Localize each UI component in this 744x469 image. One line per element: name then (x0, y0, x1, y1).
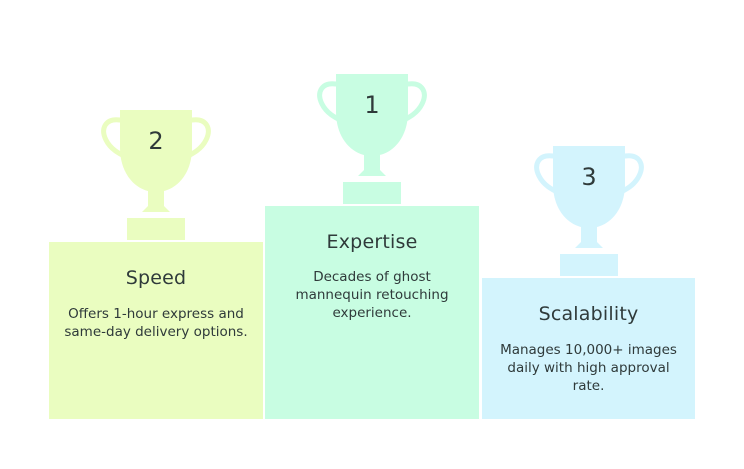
trophy-rank-number: 3 (581, 163, 596, 191)
trophy-rank-number: 2 (148, 127, 163, 155)
podium-expertise: Expertise Decades of ghost mannequin ret… (265, 206, 479, 419)
trophy-icon: 3 (533, 144, 645, 278)
podium-title: Expertise (326, 231, 418, 253)
podium-description: Manages 10,000+ images daily with high a… (500, 342, 677, 394)
podium-title: Speed (125, 267, 187, 289)
podium-description: Decades of ghost mannequin retouching ex… (295, 269, 449, 321)
podium-speed: Speed Offers 1-hour express and same-day… (49, 242, 263, 419)
trophy-icon: 1 (316, 72, 428, 206)
podium-description: Offers 1-hour express and same-day deliv… (64, 306, 248, 340)
podium-scalability: Scalability Manages 10,000+ images daily… (482, 278, 695, 419)
trophy-icon: 2 (100, 108, 212, 242)
trophy-rank-number: 1 (364, 91, 379, 119)
podium-title: Scalability (538, 303, 639, 325)
